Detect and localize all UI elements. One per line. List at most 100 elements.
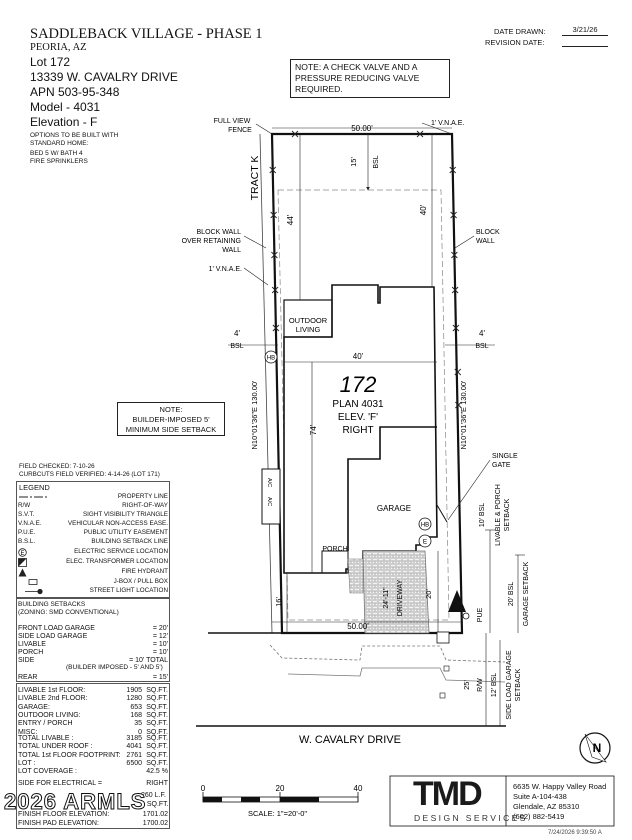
field-checked: FIELD CHECKED: 7-10-26 (19, 463, 95, 470)
side-note-line: NOTE: (159, 405, 183, 414)
dim-44: 44' (286, 214, 295, 225)
valve-note-line: NOTE: A CHECK VALVE AND A (295, 62, 418, 72)
fence-length: 260 L.F. (141, 792, 166, 799)
legend-desc: FIRE HYDRANT (121, 568, 168, 575)
options-heading-2: STANDARD HOME: (30, 140, 89, 147)
orientation-label: RIGHT (342, 425, 373, 436)
date-drawn-value: 3/21/26 (562, 26, 608, 36)
dim-4-right: 4' (479, 329, 485, 338)
bearing-left: N10°01'36"E 130.00' (250, 380, 259, 450)
lot-label: Lot 172 (30, 55, 71, 69)
fire-hydrant-icon (18, 568, 27, 577)
company-address: Glendale, AZ 85310 (513, 802, 580, 811)
scale-tick-40: 40 (354, 784, 363, 793)
fence-callout: FULL VIEW (214, 118, 251, 125)
leader-vnae-top (421, 122, 453, 135)
legend-key: R/W (18, 502, 31, 509)
garage-wall (347, 426, 437, 551)
plan-label: PLAN 4031 (332, 399, 384, 410)
leader-single-gate (447, 459, 491, 521)
outdoor-living-label: LIVING (296, 325, 321, 334)
bearing-right: N10°01'36"E 130.00' (459, 380, 468, 450)
legend-desc: SIGHT VISIBILITY TRIANGLE (82, 511, 168, 518)
setback-line (277, 189, 450, 621)
legend-title: LEGEND (19, 483, 50, 492)
leader-vnae-left (243, 267, 269, 286)
hose-bib-label: HB (267, 356, 275, 362)
dim-24: 24'-11" (383, 587, 390, 609)
date-drawn-label: DATE DRAWN: (494, 27, 546, 36)
dim-15: 15' (349, 157, 358, 167)
outdoor-living (283, 299, 333, 338)
valve-note-box: NOTE: A CHECK VALVE AND A PRESSURE REDUC… (290, 59, 450, 98)
legend-desc: RIGHT-OF-WAY (122, 502, 168, 509)
single-gate-callout: GATE (492, 462, 511, 469)
property-line-symbol (19, 496, 49, 498)
single-gate-callout: SINGLE (492, 453, 518, 460)
dim-16: 16' (274, 597, 283, 607)
livable-porch-setback: LIVABLE & PORCH (495, 484, 502, 546)
dim-12-bsl: 12' BSL (491, 673, 498, 697)
legend-desc: STREET LIGHT LOCATION (89, 587, 168, 594)
electric-service-icon (418, 534, 432, 548)
elevation-label: ELEV. 'F' (338, 412, 378, 423)
electric-service-icon: E (18, 548, 27, 557)
retaining-wall-callout: WALL (222, 247, 241, 254)
project-city: PEORIA, AZ (30, 42, 87, 53)
dim-4-left: 4' (234, 329, 240, 338)
rw-label: R/W (477, 678, 484, 692)
side-setback-note: NOTE: BUILDER-IMPOSED 5' MINIMUM SIDE SE… (117, 402, 225, 436)
areas-box (16, 683, 170, 829)
dim-15-bsl: BSL (373, 155, 380, 168)
scale-bar (202, 792, 359, 803)
leader-retaining-wall (243, 235, 267, 249)
dim-40-vertical: 40' (419, 204, 428, 215)
house-footprint (283, 284, 438, 574)
side-load-setback: SETBACK (515, 668, 522, 701)
hose-bib-icon (418, 517, 432, 531)
legend-key: B.S.L. (18, 538, 36, 545)
driveway-label: DRIVEWAY (397, 579, 404, 616)
armls-watermark: 2026 ARMLS (3, 789, 147, 814)
walkway (347, 558, 364, 594)
dim-top: 50.00' (351, 124, 373, 133)
setbacks-box (16, 598, 170, 682)
dim-20: 20' (424, 589, 433, 599)
company-address: Suite A-104-438 (513, 792, 567, 801)
legend-key: V.N.A.E. (18, 520, 42, 527)
legend-desc: ELECTRIC SERVICE LOCATION (74, 548, 168, 555)
side-load-setback: SIDE LOAD GARAGE (506, 650, 513, 720)
elevation: Elevation - F (30, 115, 98, 129)
legend-desc: J-BOX / PULL BOX (113, 578, 168, 585)
scale-tick-0: 0 (201, 784, 206, 793)
legend-key: P.U.E. (18, 529, 36, 536)
hose-bib-label: HB (421, 523, 429, 529)
livable-porch-setback: SETBACK (504, 498, 511, 531)
apn: APN 503-95-348 (30, 85, 120, 99)
legend-desc: PUBLIC UTILITY EASEMENT (83, 529, 168, 536)
model: Model - 4031 (30, 100, 101, 114)
revision-date-label: REVISION DATE: (485, 38, 545, 47)
bsl-left: BSL (230, 343, 243, 350)
vnae-left-callout: 1' V.N.A.E. (209, 266, 242, 273)
legend-desc: VEHICULAR NON-ACCESS EASE. (67, 520, 168, 527)
north-arrow-icon: N (579, 732, 611, 764)
garage-setback: GARAGE SETBACK (523, 561, 530, 626)
sidewalk-edge (269, 644, 506, 663)
title-block (389, 775, 615, 827)
leader-block-wall (454, 235, 475, 249)
curbcuts-verified: CURBCUTS FIELD VERIFIED: 4-14-26 (LOT 17… (19, 471, 160, 478)
project-title: SADDLEBACK VILLAGE - PHASE 1 (30, 26, 263, 42)
dim-10-bsl: 10' BSL (479, 503, 486, 527)
valve-note-line: REQUIRED. (295, 84, 343, 94)
garage-label: GARAGE (377, 504, 411, 513)
back-of-curb (287, 667, 506, 683)
scale-label: SCALE: 1"=20'-0" (248, 809, 307, 818)
outdoor-living-label: OUTDOOR (289, 316, 328, 325)
tract-edge (259, 133, 273, 634)
ac-label: A/C (266, 497, 272, 506)
tract-label: TRACT K (249, 156, 261, 201)
company-address: 6635 W. Happy Valley Road (513, 782, 607, 791)
pull-box-symbol (436, 631, 450, 644)
